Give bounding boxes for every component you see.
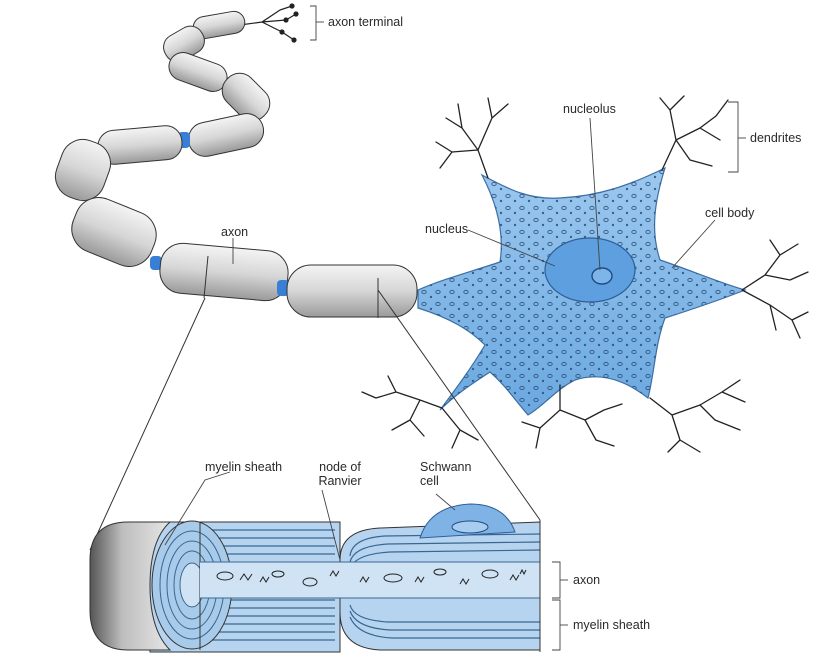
label-node-line2: Ranvier xyxy=(318,474,362,488)
axon-organelles xyxy=(216,568,527,587)
myelin-segment xyxy=(221,72,271,122)
axon-terminal-branches xyxy=(239,3,299,43)
label-axon: axon xyxy=(221,225,249,239)
label-dendrites: dendrites xyxy=(750,131,802,145)
myelin-segment xyxy=(168,52,228,92)
label-nucleus: nucleus xyxy=(425,222,469,236)
nucleolus xyxy=(591,267,613,285)
cell-body xyxy=(417,166,747,416)
dendrites xyxy=(361,95,809,453)
myelin-segment xyxy=(187,113,265,157)
nucleus xyxy=(544,237,636,303)
label-axon-terminal: axon terminal xyxy=(328,15,404,29)
myelin-segment xyxy=(71,197,157,267)
node-of-ranvier xyxy=(150,256,162,270)
myelin-segment xyxy=(159,242,289,302)
label-schwann-line1: Schwann xyxy=(420,460,472,474)
detail-cross-section xyxy=(89,503,541,653)
label-node-of-ranvier: node of Ranvier xyxy=(310,460,370,488)
label-myelin-sheath-detail: myelin sheath xyxy=(573,618,651,632)
node-of-ranvier xyxy=(277,280,289,296)
label-schwann-line2: cell xyxy=(420,474,439,488)
myelin-segment xyxy=(54,138,112,202)
axon-chain xyxy=(54,3,418,318)
myelin-segment xyxy=(286,264,418,318)
label-cell-body: cell body xyxy=(705,206,755,220)
label-axon-detail: axon xyxy=(573,573,601,587)
label-myelin-sheath: myelin sheath xyxy=(205,460,283,474)
label-node-line1: node of xyxy=(319,460,361,474)
zoom-lines xyxy=(89,289,541,551)
label-nucleolus: nucleolus xyxy=(563,102,616,116)
axon-core xyxy=(200,562,540,598)
leader-lines xyxy=(164,5,746,651)
myelin-outer-layer xyxy=(89,521,172,651)
label-schwann-cell: Schwann cell xyxy=(420,460,471,488)
